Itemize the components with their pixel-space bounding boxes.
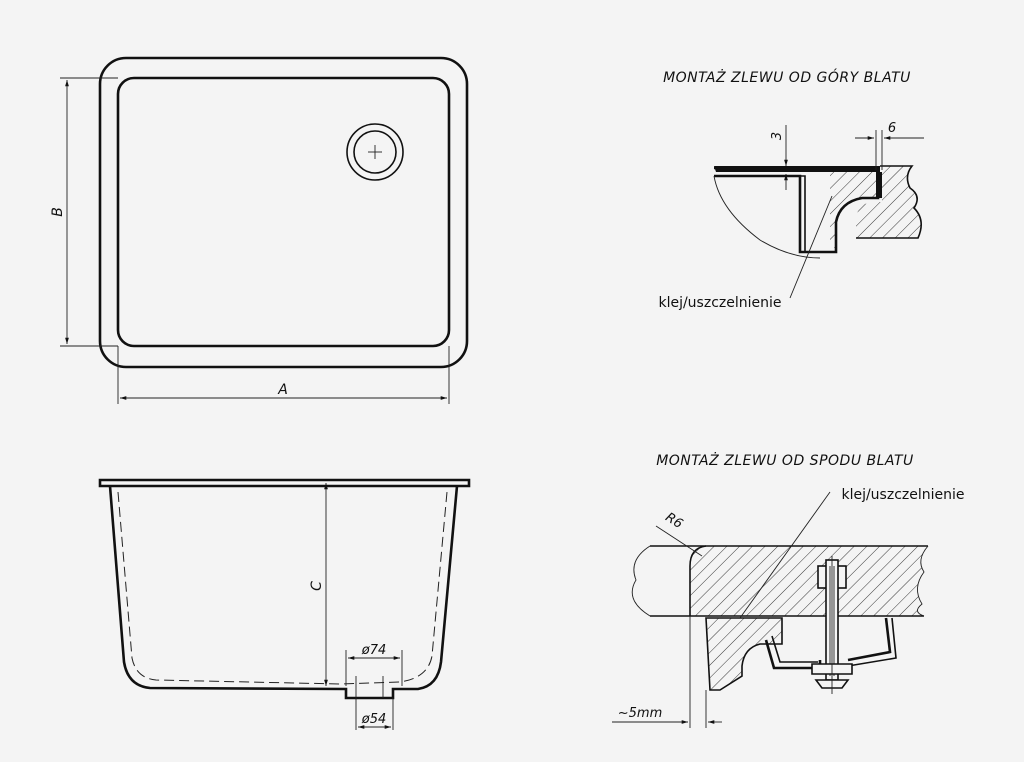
dimension-drain-54-label: ø54 <box>361 712 387 727</box>
dimension-6-label: 6 <box>888 121 896 136</box>
mounting-bolt <box>811 556 853 694</box>
dimension-6: 6 <box>855 121 924 170</box>
dimension-gap-label: ~5mm <box>618 706 663 721</box>
detail-bottom-title: MONTAŻ ZLEWU OD SPODU BLATU <box>656 451 914 469</box>
dimension-c: C <box>309 483 328 686</box>
countertop-section-top <box>830 172 882 248</box>
detail-bottom-mount: MONTAŻ ZLEWU OD SPODU BLATU R6 klej/us <box>612 451 965 728</box>
dimension-b-label: B <box>50 207 66 217</box>
sink-outer-wall <box>108 485 459 700</box>
dimension-r6-label: R6 <box>663 510 686 532</box>
sink-rim-profile <box>714 166 880 172</box>
dimension-drain-74: ø74 <box>345 643 403 686</box>
dimension-a-label: A <box>277 382 288 398</box>
detail-top-title: MONTAŻ ZLEWU OD GÓRY BLATU <box>663 68 911 86</box>
countertop-section-bottom <box>690 546 928 616</box>
sink-bowl-outline <box>116 76 451 348</box>
dimension-b: B <box>50 77 118 347</box>
dimension-3-label: 3 <box>770 132 785 140</box>
dimension-a: A <box>117 346 450 404</box>
sink-outer-rim <box>98 56 469 369</box>
detail-bottom-adhesive-label: klej/uszczelnienie <box>841 487 964 503</box>
sink-inner-wall <box>117 491 448 685</box>
side-view: C ø74 ø54 <box>98 478 471 730</box>
dimension-3: 3 <box>770 125 788 190</box>
dimension-gap: ~5mm <box>612 616 722 728</box>
dimension-c-label: C <box>309 581 325 591</box>
detail-top-mount: MONTAŻ ZLEWU OD GÓRY BLATU 3 6 klej/uszc… <box>658 68 924 311</box>
dimension-drain-54: ø54 <box>355 698 394 730</box>
detail-top-adhesive-label: klej/uszczelnienie <box>658 295 781 311</box>
sink-rim-flange <box>98 478 471 488</box>
sink-flange-bottom <box>705 617 783 691</box>
drain-hole <box>346 123 404 181</box>
top-view: B A <box>50 56 469 404</box>
dimension-drain-74-label: ø74 <box>361 643 387 658</box>
